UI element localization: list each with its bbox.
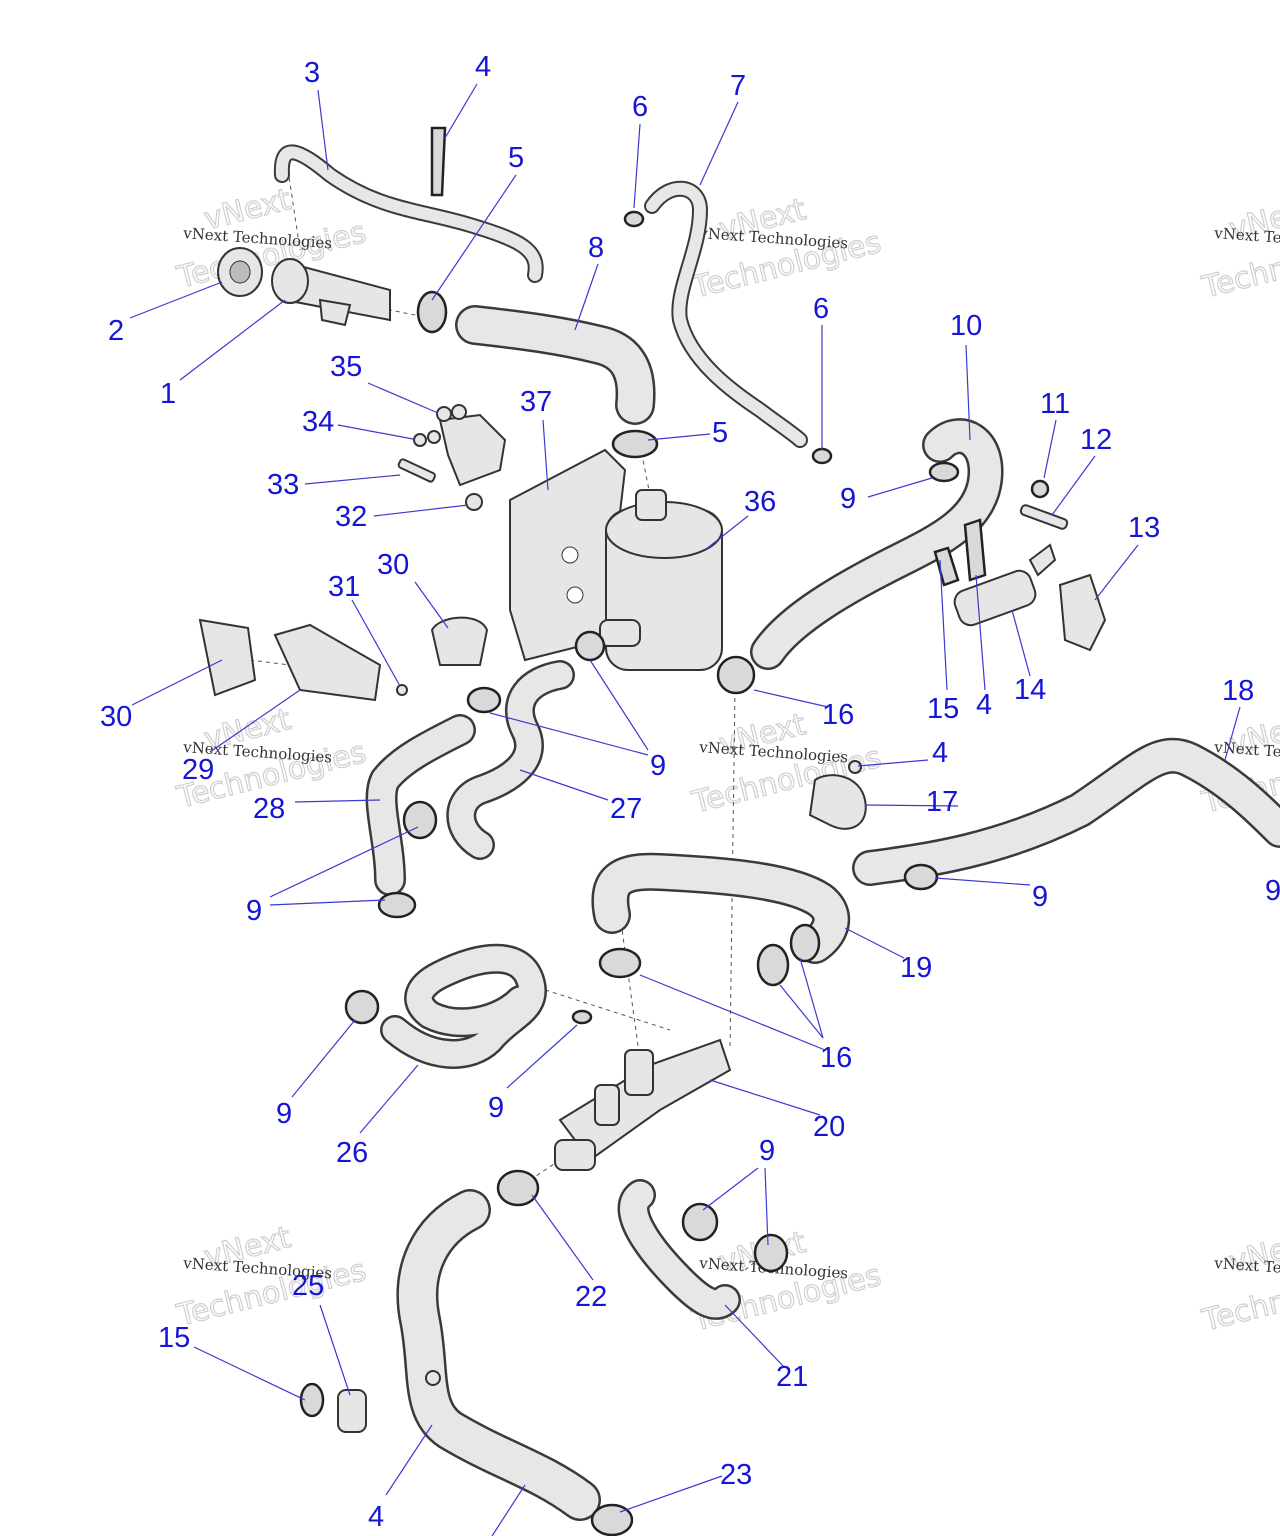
bracket-30-left bbox=[198, 618, 257, 697]
callout-32: 32 bbox=[335, 501, 367, 533]
callout-36: 36 bbox=[744, 486, 776, 518]
callout-33: 33 bbox=[267, 469, 299, 501]
callout-4: 4 bbox=[976, 689, 992, 721]
hose-28 bbox=[365, 714, 476, 896]
callout-29: 29 bbox=[182, 754, 214, 786]
callout-12: 12 bbox=[1080, 424, 1112, 456]
callout-4: 4 bbox=[368, 1501, 384, 1533]
callout-17: 17 bbox=[926, 786, 958, 818]
watermark-label: vNext Technologies bbox=[1213, 224, 1280, 252]
callout-10: 10 bbox=[950, 310, 982, 342]
callout-5: 5 bbox=[508, 142, 524, 174]
callout-15: 15 bbox=[158, 1322, 190, 1354]
callout-8: 8 bbox=[588, 232, 604, 264]
callout-14: 14 bbox=[1014, 674, 1046, 706]
callout-30: 30 bbox=[377, 549, 409, 581]
callout-21: 21 bbox=[776, 1361, 808, 1393]
hose-3-breather bbox=[273, 144, 544, 283]
callout-31: 31 bbox=[328, 571, 360, 603]
callout-11: 11 bbox=[1040, 388, 1070, 420]
hose-bottom-large bbox=[396, 1189, 601, 1521]
callout-7: 7 bbox=[730, 70, 746, 102]
fitting-25 bbox=[337, 1389, 367, 1433]
callout-25: 25 bbox=[292, 1270, 324, 1302]
callout-3: 3 bbox=[304, 57, 320, 89]
callout-27: 27 bbox=[610, 793, 642, 825]
clamp-30 bbox=[430, 616, 489, 666]
callout-9: 9 bbox=[840, 483, 856, 515]
leader-lines bbox=[129, 83, 1241, 1536]
callout-20: 20 bbox=[813, 1111, 845, 1143]
callout-16: 16 bbox=[820, 1042, 852, 1074]
bracket-13 bbox=[1058, 573, 1107, 652]
hose-10-long bbox=[750, 418, 1004, 670]
callout-9: 9 bbox=[1265, 875, 1280, 907]
reservoir-36 bbox=[599, 489, 723, 671]
callout-5: 5 bbox=[712, 417, 728, 449]
callout-4: 4 bbox=[932, 737, 948, 769]
callout-23: 23 bbox=[720, 1459, 752, 1491]
callout-6: 6 bbox=[813, 293, 829, 325]
callout-6: 6 bbox=[632, 91, 648, 123]
callout-34: 34 bbox=[302, 406, 334, 438]
callout-26: 26 bbox=[336, 1137, 368, 1169]
callout-9: 9 bbox=[759, 1135, 775, 1167]
hose-19 bbox=[591, 852, 851, 964]
callout-30: 30 bbox=[100, 701, 132, 733]
callout-9: 9 bbox=[246, 895, 262, 927]
filler-cap-2 bbox=[217, 247, 263, 297]
hose-26 bbox=[380, 943, 547, 1069]
hose-21 bbox=[617, 1179, 741, 1320]
watermark-label: vNext Technologies bbox=[1213, 1254, 1280, 1282]
callout-37: 37 bbox=[520, 386, 552, 418]
callout-18: 18 bbox=[1222, 675, 1254, 707]
coupler-14 bbox=[953, 543, 1057, 627]
callout-19: 19 bbox=[900, 952, 932, 984]
bracket-35 bbox=[438, 413, 507, 487]
bracket-29 bbox=[273, 623, 382, 702]
callout-9: 9 bbox=[488, 1092, 504, 1124]
clamps bbox=[299, 126, 1069, 1536]
thermostat-housing-20 bbox=[554, 1038, 732, 1171]
watermark-label: vNext Technologies bbox=[698, 738, 849, 766]
fitting-17 bbox=[808, 774, 867, 830]
callout-22: 22 bbox=[575, 1281, 607, 1313]
hose-7-vent bbox=[644, 180, 808, 448]
callout-13: 13 bbox=[1128, 512, 1160, 544]
callout-35: 35 bbox=[330, 351, 362, 383]
callout-9: 9 bbox=[1032, 881, 1048, 913]
filler-neck-1 bbox=[271, 258, 391, 327]
watermark-label: vNext Technologies bbox=[698, 224, 849, 252]
callout-labels: 3 4 5 6 7 8 2 1 6 10 35 37 34 5 11 12 33… bbox=[100, 51, 1280, 1533]
callout-9: 9 bbox=[276, 1098, 292, 1130]
callout-9: 9 bbox=[650, 750, 666, 782]
callout-15: 15 bbox=[927, 693, 959, 725]
callout-1: 1 bbox=[160, 378, 176, 410]
callout-2: 2 bbox=[108, 315, 124, 347]
callout-16: 16 bbox=[822, 699, 854, 731]
callout-4: 4 bbox=[475, 51, 491, 83]
hose-8-upper bbox=[455, 305, 656, 425]
hose-18-right bbox=[852, 737, 1280, 886]
callout-28: 28 bbox=[253, 793, 285, 825]
hose-27 bbox=[446, 660, 575, 860]
